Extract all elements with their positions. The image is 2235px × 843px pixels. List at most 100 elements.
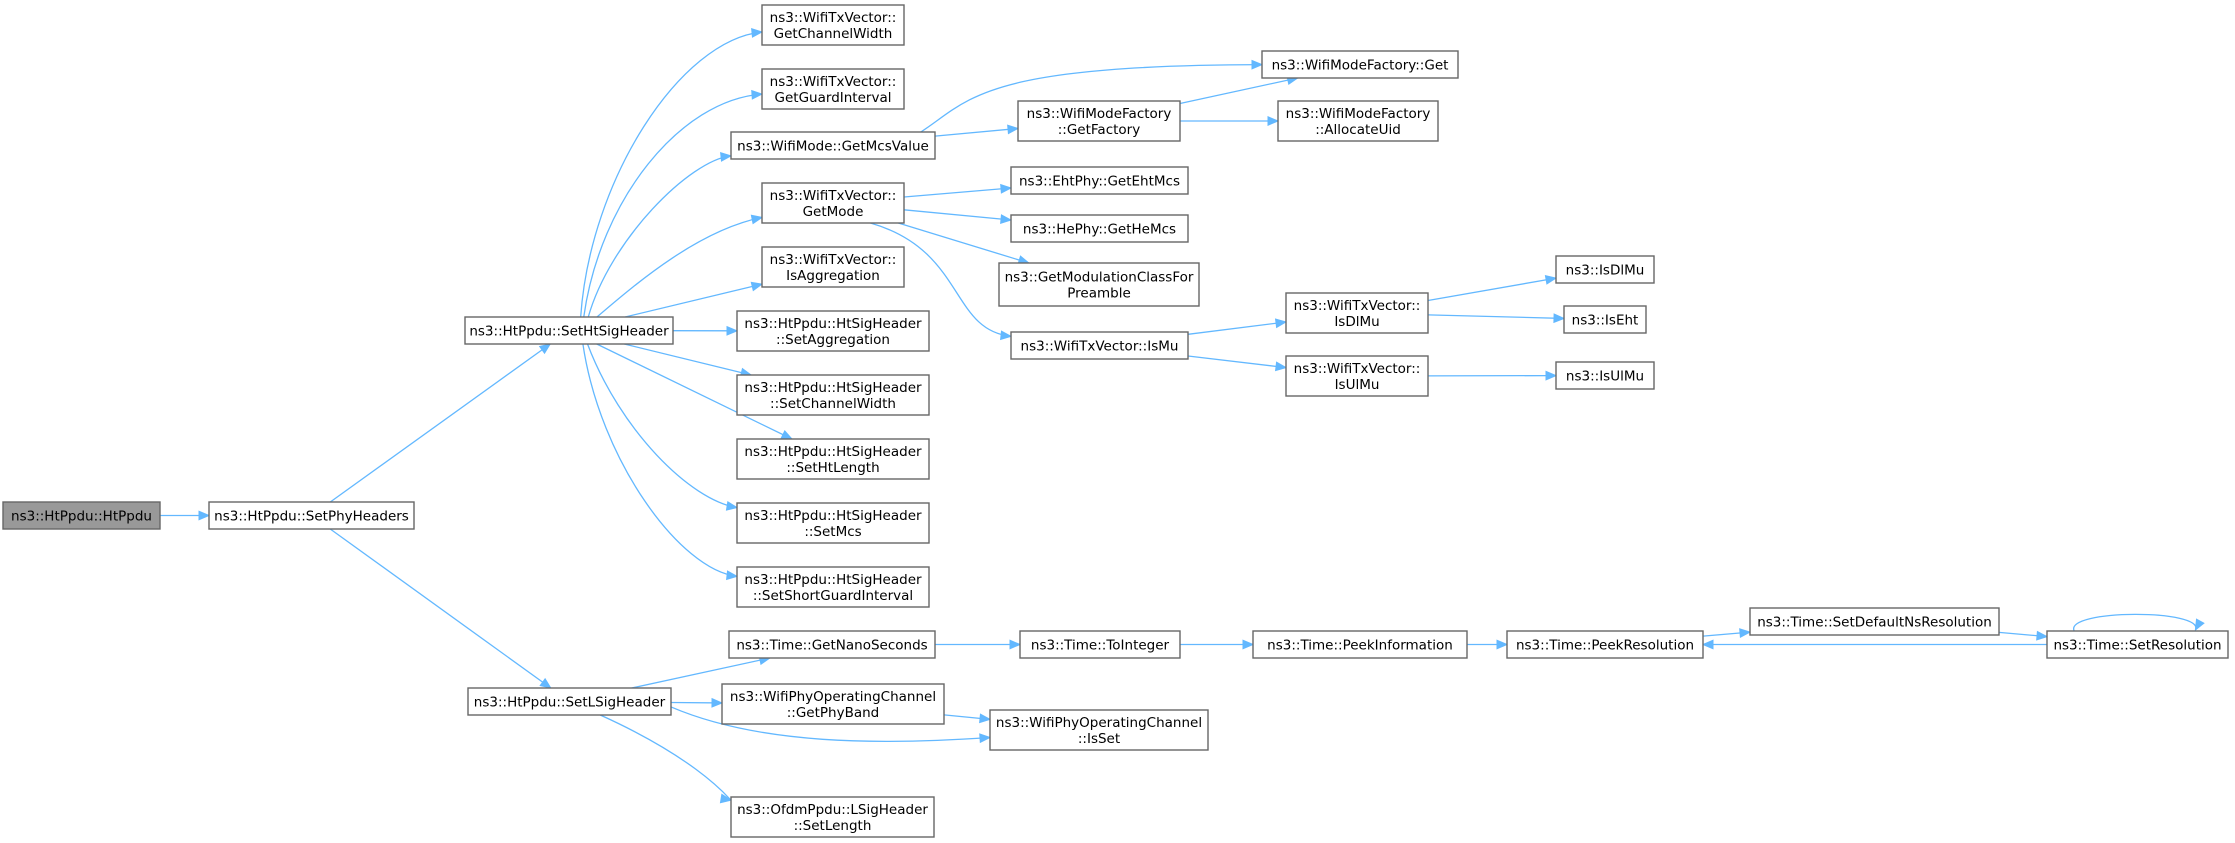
node-get_channel_width[interactable]: ns3::WifiTxVector::GetChannelWidth bbox=[761, 4, 905, 46]
edge-set_ht_sig_header-to-hs_set_mcs bbox=[586, 343, 739, 511]
node-hs_set_aggregation[interactable]: ns3::HtPpdu::HtSigHeader::SetAggregation bbox=[736, 310, 930, 352]
edge-arrowhead bbox=[780, 429, 794, 440]
node-time_get_nano[interactable]: ns3::Time::GetNanoSeconds bbox=[728, 630, 936, 659]
edge-line bbox=[870, 222, 1012, 337]
node-set_lsig_header[interactable]: ns3::HtPpdu::SetLSigHeader bbox=[467, 687, 672, 716]
node-is_aggregation[interactable]: ns3::WifiTxVector::IsAggregation bbox=[761, 246, 905, 288]
edge-arrowhead bbox=[2194, 618, 2205, 632]
edge-arrowhead bbox=[1553, 313, 1566, 324]
node-time_set_res[interactable]: ns3::Time::SetResolution bbox=[2046, 630, 2229, 659]
node-htppdu_ctor[interactable]: ns3::HtPpdu::HtPpdu bbox=[2, 501, 161, 530]
node-label: ns3::WifiPhyOperatingChannel bbox=[730, 689, 936, 705]
node-box bbox=[467, 687, 672, 716]
node-get_guard_interval[interactable]: ns3::WifiTxVector::GetGuardInterval bbox=[761, 68, 905, 110]
edge-line bbox=[1187, 321, 1287, 335]
node-label: ns3::Time::SetResolution bbox=[2053, 638, 2221, 654]
node-box bbox=[1010, 214, 1189, 243]
node-tx_is_mu[interactable]: ns3::WifiTxVector::IsMu bbox=[1010, 331, 1189, 360]
node-tx_is_dl_mu[interactable]: ns3::WifiTxVector::IsDlMu bbox=[1285, 292, 1429, 334]
node-hs_set_ht_length[interactable]: ns3::HtPpdu::HtSigHeader::SetHtLength bbox=[736, 438, 930, 480]
node-label: ::SetAggregation bbox=[776, 332, 890, 348]
node-is_eht[interactable]: ns3::IsEht bbox=[1563, 305, 1647, 334]
node-label: ::SetLength bbox=[794, 818, 872, 834]
edge-set_phy_headers-to-set_ht_sig_header bbox=[329, 343, 552, 503]
edge-set_ht_sig_header-to-hs_set_channel_width bbox=[624, 343, 753, 378]
node-tx_is_ul_mu[interactable]: ns3::WifiTxVector::IsUlMu bbox=[1285, 355, 1429, 397]
node-is_dl_mu[interactable]: ns3::IsDlMu bbox=[1555, 255, 1655, 284]
edge-line bbox=[596, 216, 763, 318]
node-label: ::SetHtLength bbox=[786, 460, 879, 476]
node-label: ns3::IsEht bbox=[1572, 313, 1639, 329]
node-label: ns3::WifiTxVector:: bbox=[770, 74, 897, 90]
node-box bbox=[2, 501, 161, 530]
edge-line bbox=[582, 343, 738, 577]
node-box bbox=[1019, 630, 1181, 659]
node-opc_is_set[interactable]: ns3::WifiPhyOperatingChannel::IsSet bbox=[989, 709, 1209, 751]
node-label: ns3::WifiTxVector:: bbox=[1294, 298, 1421, 314]
node-wmf_get_factory[interactable]: ns3::WifiModeFactory::GetFactory bbox=[1017, 100, 1181, 142]
edge-get_mcs_value-to-wmf_get_factory bbox=[934, 124, 1020, 137]
edge-time_set_res-to-time_peek_res bbox=[1701, 639, 2047, 650]
node-is_ul_mu[interactable]: ns3::IsUlMu bbox=[1555, 361, 1655, 390]
edge-set_ht_sig_header-to-hs_set_sgi bbox=[582, 343, 739, 581]
edge-tx_is_ul_mu-to-is_ul_mu bbox=[1427, 370, 1558, 381]
node-label: ::SetShortGuardInterval bbox=[753, 588, 913, 604]
node-box bbox=[1010, 331, 1189, 360]
edge-arrowhead bbox=[539, 677, 552, 689]
edge-line bbox=[631, 657, 770, 689]
node-label: ns3::WifiTxVector:: bbox=[770, 188, 897, 204]
edge-arrowhead bbox=[726, 570, 739, 581]
node-hs_set_channel_width[interactable]: ns3::HtPpdu::HtSigHeader::SetChannelWidt… bbox=[736, 374, 930, 416]
edge-time_set_res-to-time_set_res bbox=[2073, 613, 2205, 632]
edge-get_mcs_value-to-wmf_get bbox=[920, 59, 1264, 133]
edge-line bbox=[898, 222, 1030, 264]
node-set_ht_sig_header[interactable]: ns3::HtPpdu::SetHtSigHeader bbox=[464, 316, 674, 345]
edge-arrowhead bbox=[1739, 628, 1752, 638]
node-set_phy_headers[interactable]: ns3::HtPpdu::SetPhyHeaders bbox=[208, 501, 415, 530]
edge-line bbox=[2073, 613, 2197, 632]
node-label: ns3::Time::PeekResolution bbox=[1516, 638, 1694, 654]
node-box bbox=[1252, 630, 1468, 659]
node-hs_set_mcs[interactable]: ns3::HtPpdu::HtSigHeader::SetMcs bbox=[736, 502, 930, 544]
node-box bbox=[1017, 100, 1181, 142]
node-get_mode[interactable]: ns3::WifiTxVector::GetMode bbox=[761, 182, 905, 224]
edge-arrowhead bbox=[751, 28, 764, 38]
edge-arrowhead bbox=[720, 151, 733, 162]
edge-arrowhead bbox=[1274, 318, 1288, 329]
node-he_get_he_mcs[interactable]: ns3::HePhy::GetHeMcs bbox=[1010, 214, 1189, 243]
node-box bbox=[730, 796, 935, 838]
node-label: ns3::OfdmPpdu::LSigHeader bbox=[737, 802, 928, 818]
node-wmf_get[interactable]: ns3::WifiModeFactory::Get bbox=[1261, 50, 1459, 79]
node-time_peek_info[interactable]: ns3::Time::PeekInformation bbox=[1252, 630, 1468, 659]
edge-line bbox=[329, 343, 551, 503]
node-opc_get_phy_band[interactable]: ns3::WifiPhyOperatingChannel::GetPhyBand bbox=[721, 683, 945, 725]
edge-get_mode-to-tx_is_mu bbox=[870, 222, 1013, 341]
node-box bbox=[728, 630, 936, 659]
edge-time_to_integer-to-time_peek_info bbox=[1180, 639, 1255, 650]
node-time_peek_res[interactable]: ns3::Time::PeekResolution bbox=[1506, 630, 1704, 659]
edge-set_ht_sig_header-to-get_channel_width bbox=[580, 28, 764, 318]
node-label: IsDlMu bbox=[1334, 314, 1379, 330]
node-eht_get_eht_mcs[interactable]: ns3::EhtPhy::GetEhtMcs bbox=[1010, 166, 1189, 195]
edge-line bbox=[1427, 314, 1565, 320]
node-wmf_allocate_uid[interactable]: ns3::WifiModeFactory::AllocateUid bbox=[1277, 100, 1439, 142]
node-hs_set_sgi[interactable]: ns3::HtPpdu::HtSigHeader::SetShortGuardI… bbox=[736, 566, 930, 608]
node-box bbox=[464, 316, 674, 345]
node-box bbox=[761, 182, 905, 224]
node-lsig_set_length[interactable]: ns3::OfdmPpdu::LSigHeader::SetLength bbox=[730, 796, 935, 838]
edge-htppdu_ctor-to-set_phy_headers bbox=[160, 510, 211, 521]
node-box bbox=[730, 131, 936, 160]
node-label: ns3::HtPpdu::HtSigHeader bbox=[744, 508, 922, 524]
node-time_to_integer[interactable]: ns3::Time::ToInteger bbox=[1019, 630, 1181, 659]
edge-tx_is_dl_mu-to-is_eht bbox=[1427, 313, 1566, 324]
node-box bbox=[1555, 255, 1655, 284]
node-label: ns3::WifiTxVector:: bbox=[770, 252, 897, 268]
edge-arrowhead bbox=[750, 281, 764, 292]
node-label: ns3::EhtPhy::GetEhtMcs bbox=[1019, 174, 1180, 190]
node-time_set_default_ns[interactable]: ns3::Time::SetDefaultNsResolution bbox=[1749, 607, 2000, 636]
node-box bbox=[1563, 305, 1647, 334]
node-get_mcs_value[interactable]: ns3::WifiMode::GetMcsValue bbox=[730, 131, 936, 160]
node-label: IsUlMu bbox=[1335, 377, 1380, 393]
